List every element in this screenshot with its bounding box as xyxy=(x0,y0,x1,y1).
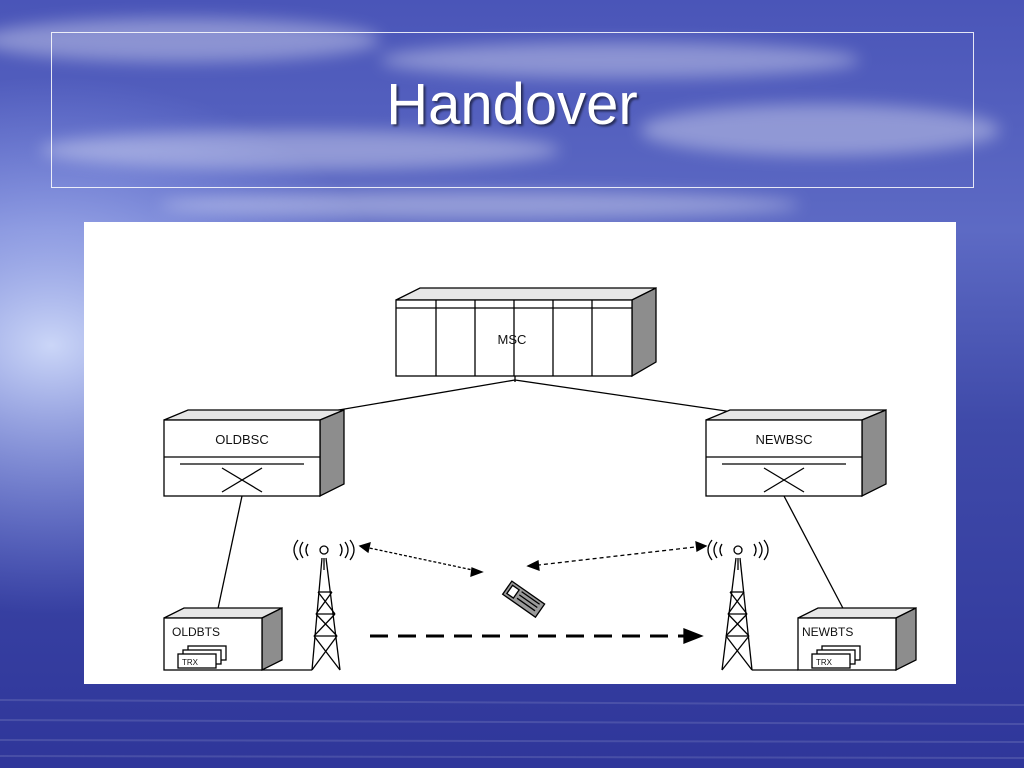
diagram-panel: MSC OLDBSC NEWBSC OLDBTS NEWBTS TRX TRX xyxy=(84,222,956,684)
newbsc-newbts-link xyxy=(783,495,847,615)
old-radio-link xyxy=(359,545,483,573)
old-bts-node xyxy=(163,606,283,672)
title-frame xyxy=(51,32,974,188)
handover-diagram: MSC OLDBSC NEWBSC OLDBTS NEWBTS TRX TRX xyxy=(163,286,917,672)
new-bsc-node xyxy=(705,409,887,498)
old-bts-label: OLDBTS xyxy=(172,625,220,639)
new-bts-label: NEWBTS xyxy=(802,625,853,639)
msc-newbsc-link xyxy=(514,379,761,417)
old-trx-label: TRX xyxy=(182,658,199,667)
oldbsc-oldbts-link xyxy=(215,495,243,619)
old-tower-icon xyxy=(262,539,355,671)
new-radio-link xyxy=(529,545,705,567)
new-bsc-label: NEWBSC xyxy=(755,432,812,447)
msc-label: MSC xyxy=(498,332,527,347)
new-tower-icon xyxy=(707,539,798,671)
mobile-phone-icon xyxy=(501,580,546,619)
slide-title: Handover xyxy=(386,72,638,137)
new-trx-label: TRX xyxy=(816,658,833,667)
msc-node xyxy=(395,286,657,382)
old-bsc-node xyxy=(163,409,345,498)
old-bsc-label: OLDBSC xyxy=(215,432,268,447)
new-bts-node xyxy=(797,606,917,672)
